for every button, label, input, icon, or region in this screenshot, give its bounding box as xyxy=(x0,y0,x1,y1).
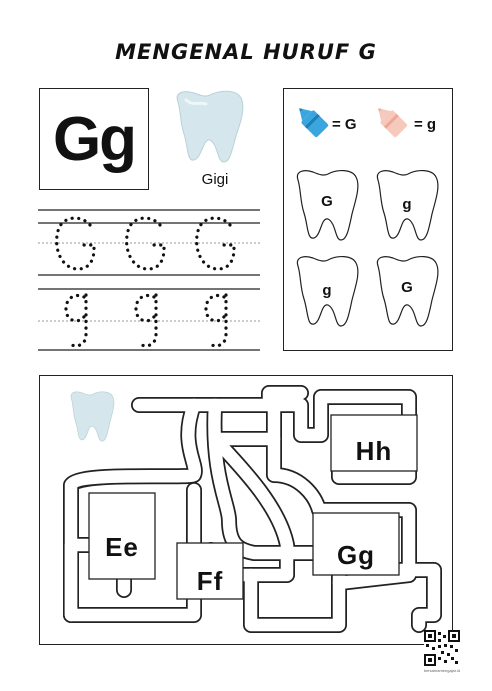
tooth-letter: g xyxy=(402,196,412,213)
legend-upper-label: = G xyxy=(332,116,357,133)
coloring-panel xyxy=(283,88,453,351)
page-title: MENGENAL HURUF G xyxy=(115,40,377,64)
maze-label-ee: Ee xyxy=(105,532,139,562)
maze-label-hh: Hh xyxy=(355,436,393,466)
footer-text: bersamamengajar.id xyxy=(423,668,461,673)
maze-panel xyxy=(39,375,453,645)
tooth-outline xyxy=(376,256,439,327)
pink-crayon-icon xyxy=(378,108,408,138)
maze-label-gg: Gg xyxy=(336,540,376,570)
tooth-outline xyxy=(296,256,359,327)
maze-start-tooth-icon xyxy=(70,391,115,442)
tooth-outline xyxy=(376,170,439,241)
blue-crayon-icon xyxy=(299,108,329,138)
tooth-letter: G xyxy=(321,193,333,210)
qr-code-icon xyxy=(424,630,460,666)
tracing-area xyxy=(38,209,260,351)
maze-label-ff: Ff xyxy=(196,566,224,596)
tooth-letter: G xyxy=(401,279,413,296)
tooth-letter: g xyxy=(322,282,332,299)
picture-word: Gigi xyxy=(201,171,229,188)
maze-paths xyxy=(63,385,442,633)
letter-card: Gg xyxy=(39,88,149,190)
tooth-icon xyxy=(176,90,244,163)
tooth-outline xyxy=(296,170,359,241)
letter-card-text: Gg xyxy=(52,104,137,174)
legend-lower-label: = g xyxy=(414,116,437,133)
